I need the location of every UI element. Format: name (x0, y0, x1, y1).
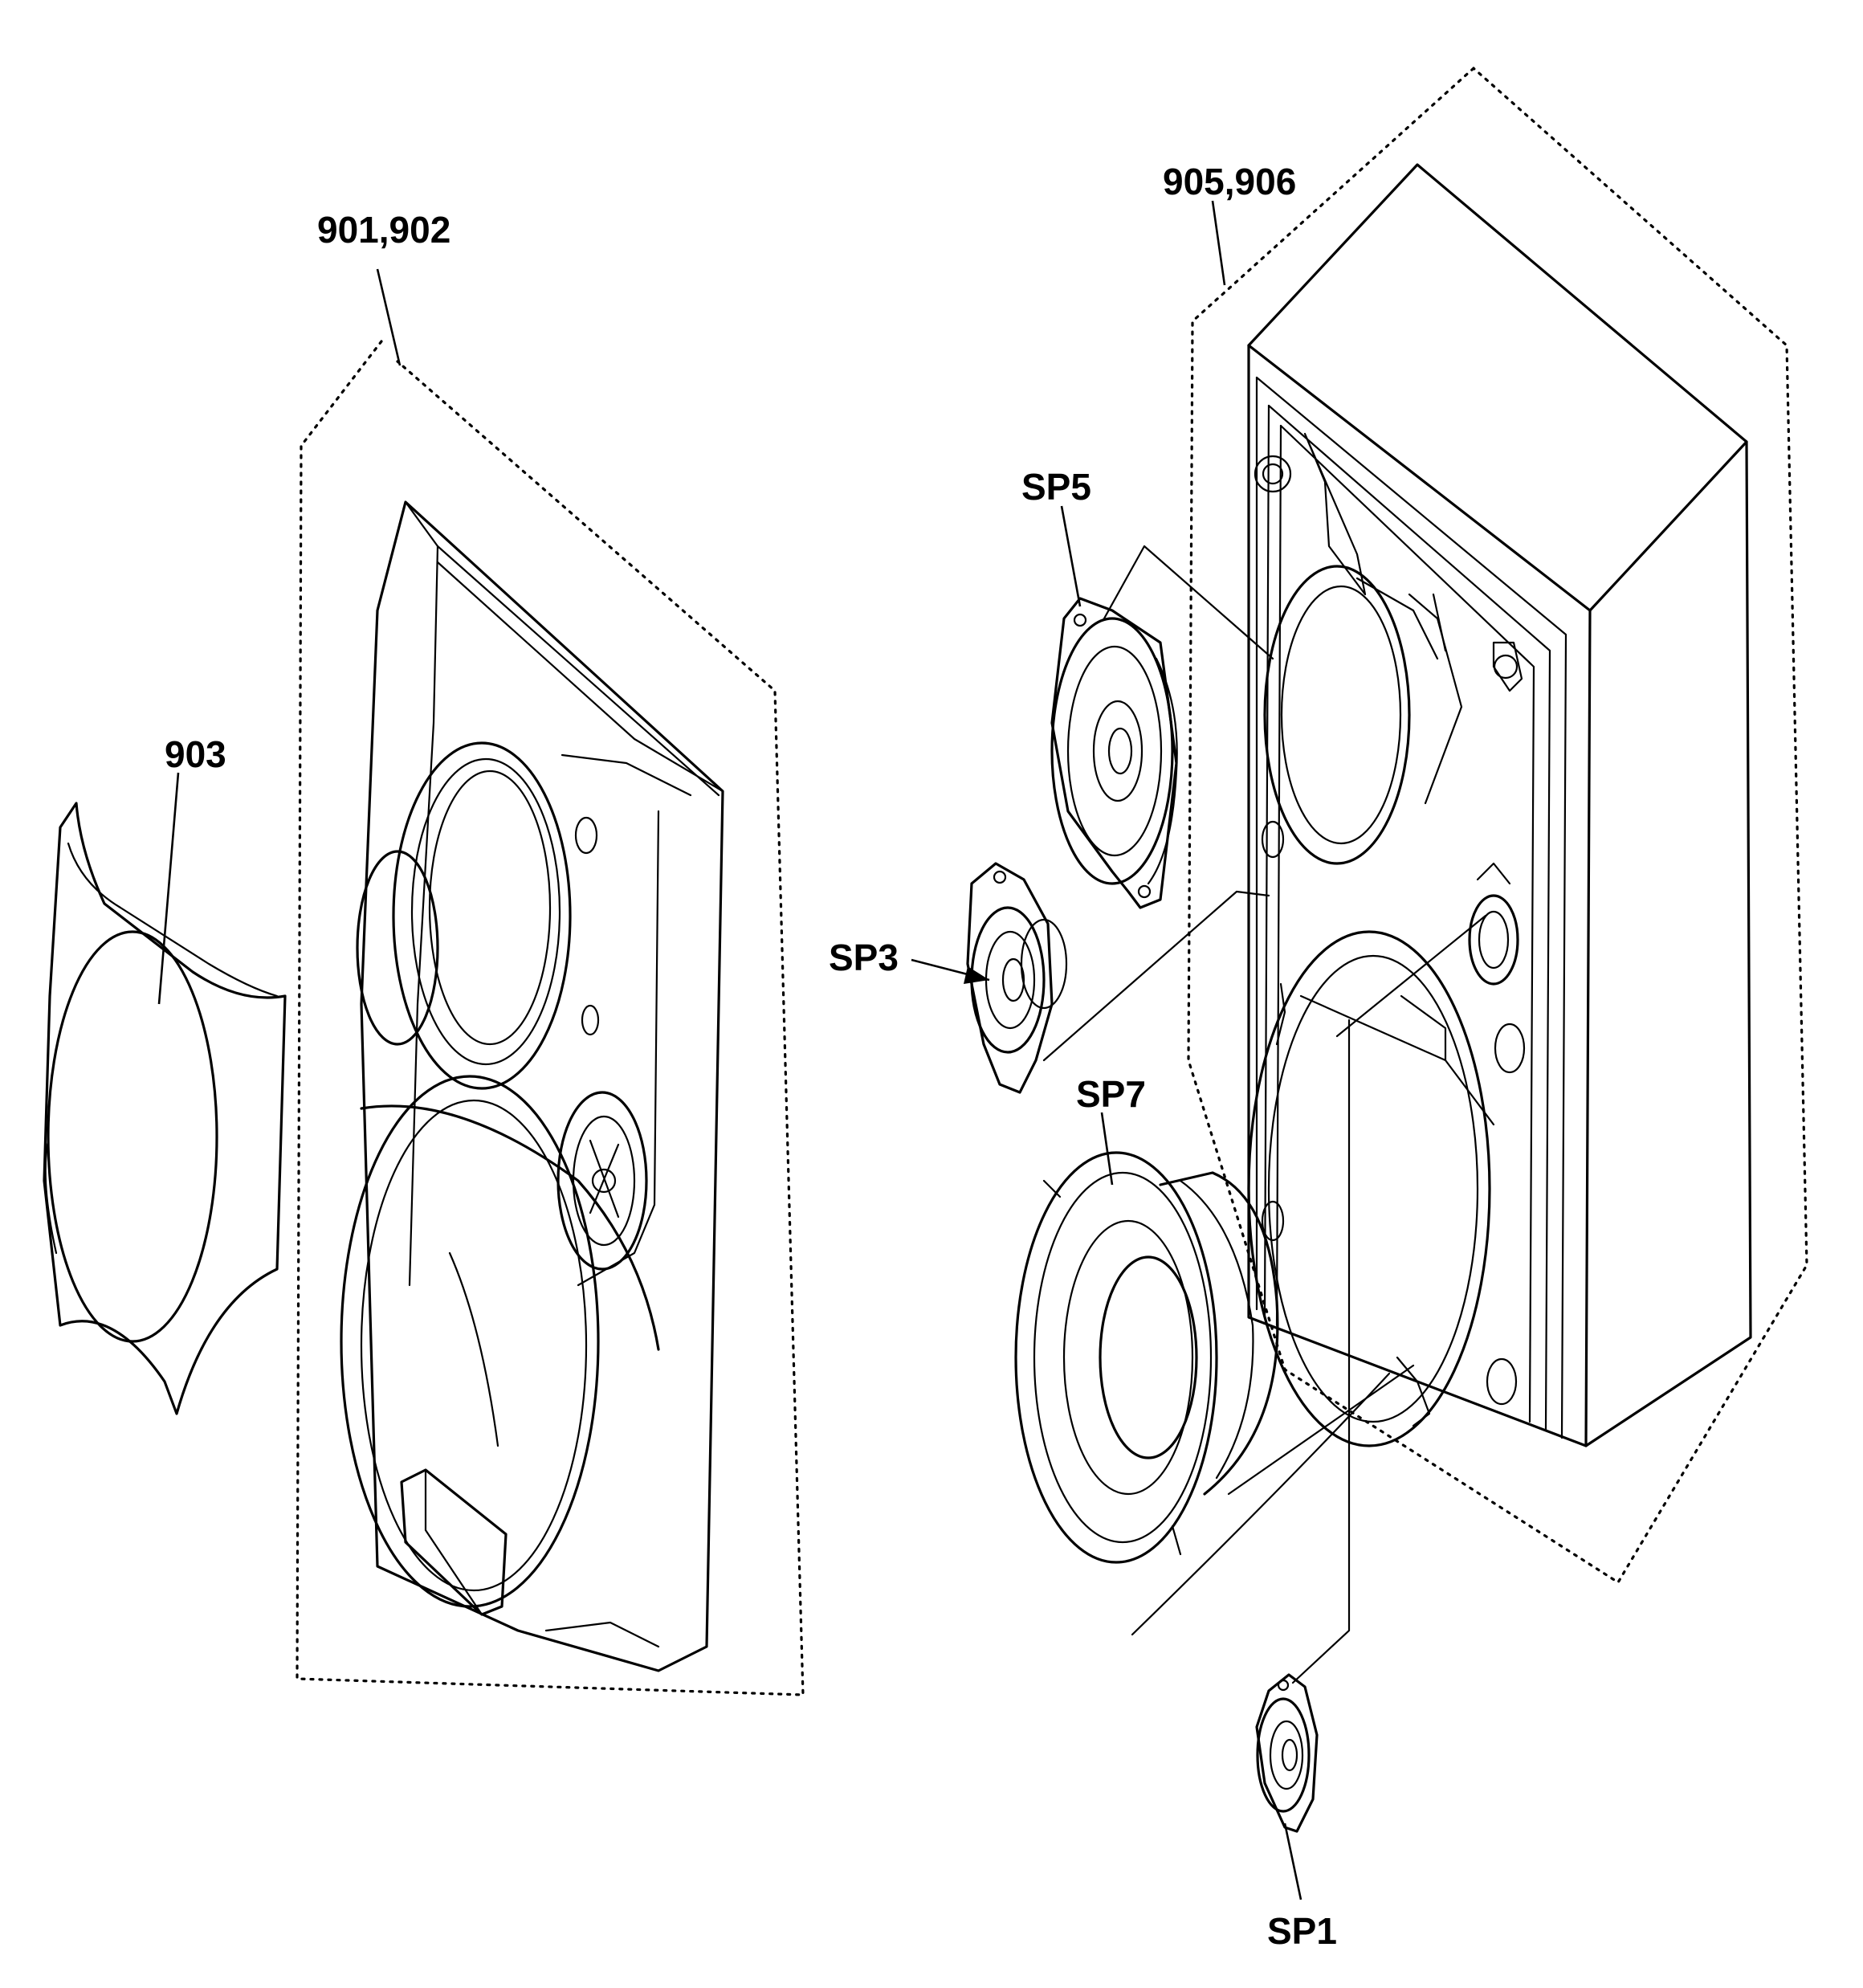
label-sp7: SP7 (1076, 1073, 1146, 1115)
front-assembly-outline (296, 340, 805, 1696)
speaker-sp3 (966, 862, 1068, 1094)
leader-sp1 (1283, 1823, 1302, 1900)
cabinet-rear (1247, 163, 1752, 1447)
leader-sp7 (1100, 1112, 1114, 1186)
speaker-sp5 (1050, 597, 1178, 909)
label-903: 903 (165, 733, 226, 775)
label-sp5: SP5 (1021, 466, 1091, 508)
grille-panel (43, 802, 287, 1415)
label-sp1: SP1 (1267, 1910, 1337, 1952)
leader-905-906 (1211, 200, 1226, 286)
label-901-902: 901,902 (317, 209, 450, 251)
speaker-sp7 (1014, 1151, 1279, 1564)
leader-sp5 (1060, 505, 1082, 607)
label-sp3: SP3 (829, 937, 899, 978)
rear-assembly-outline (1187, 66, 1808, 1585)
cabinet-front (340, 500, 724, 1672)
label-905-906: 905,906 (1163, 161, 1296, 202)
arrow-sp3 (964, 966, 989, 984)
assembly-guide-lines (1042, 545, 1487, 1684)
leader-903 (157, 772, 180, 1005)
speaker-sp1 (1255, 1673, 1319, 1833)
leader-901-902 (376, 268, 402, 366)
